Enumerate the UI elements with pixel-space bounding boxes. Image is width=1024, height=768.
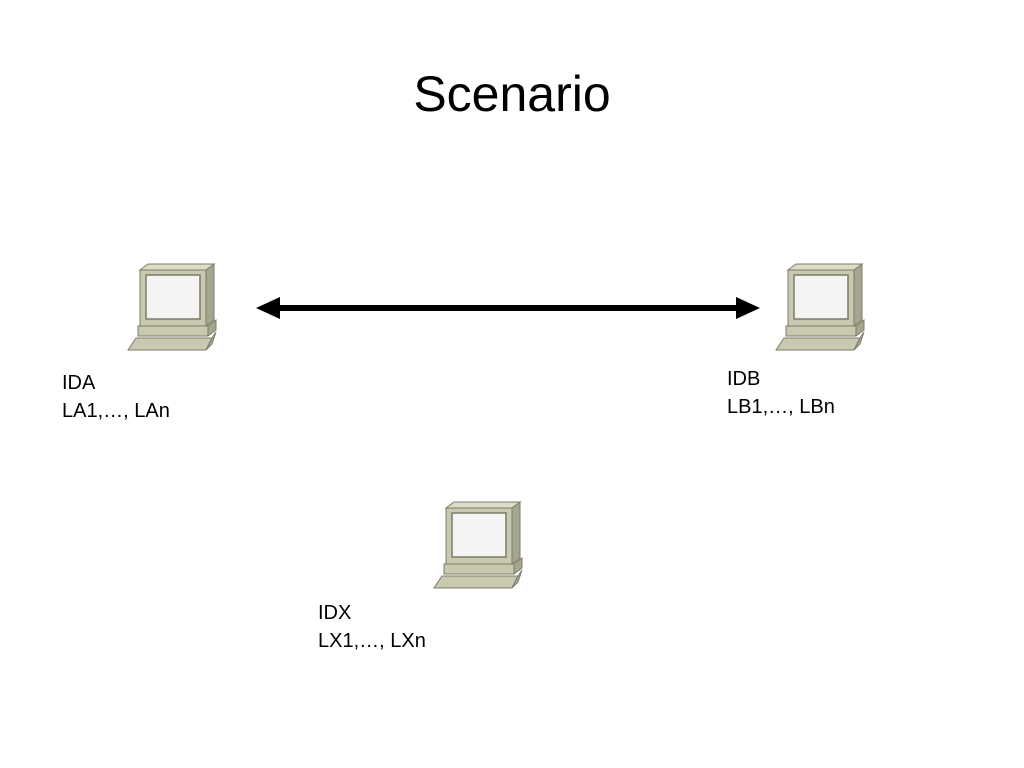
node-labels: LA1,…, LAn	[62, 400, 170, 422]
node-label-idb: IDB LB1,…, LBn	[727, 365, 835, 421]
computer-icon	[433, 501, 523, 589]
node-name: IDB	[727, 368, 761, 390]
node-name: IDA	[62, 372, 96, 394]
node-labels: LB1,…, LBn	[727, 396, 835, 418]
computer-icon	[127, 263, 217, 351]
double-arrow-link	[256, 297, 760, 319]
arrow-head-left	[256, 297, 280, 319]
node-label-idx: IDX LX1,…, LXn	[318, 599, 426, 655]
slide-title: Scenario	[413, 66, 611, 122]
node-label-ida: IDA LA1,…, LAn	[62, 369, 170, 425]
arrow-head-right	[736, 297, 760, 319]
node-name: IDX	[318, 602, 352, 624]
computer-icon	[775, 263, 865, 351]
node-labels: LX1,…, LXn	[318, 630, 426, 652]
